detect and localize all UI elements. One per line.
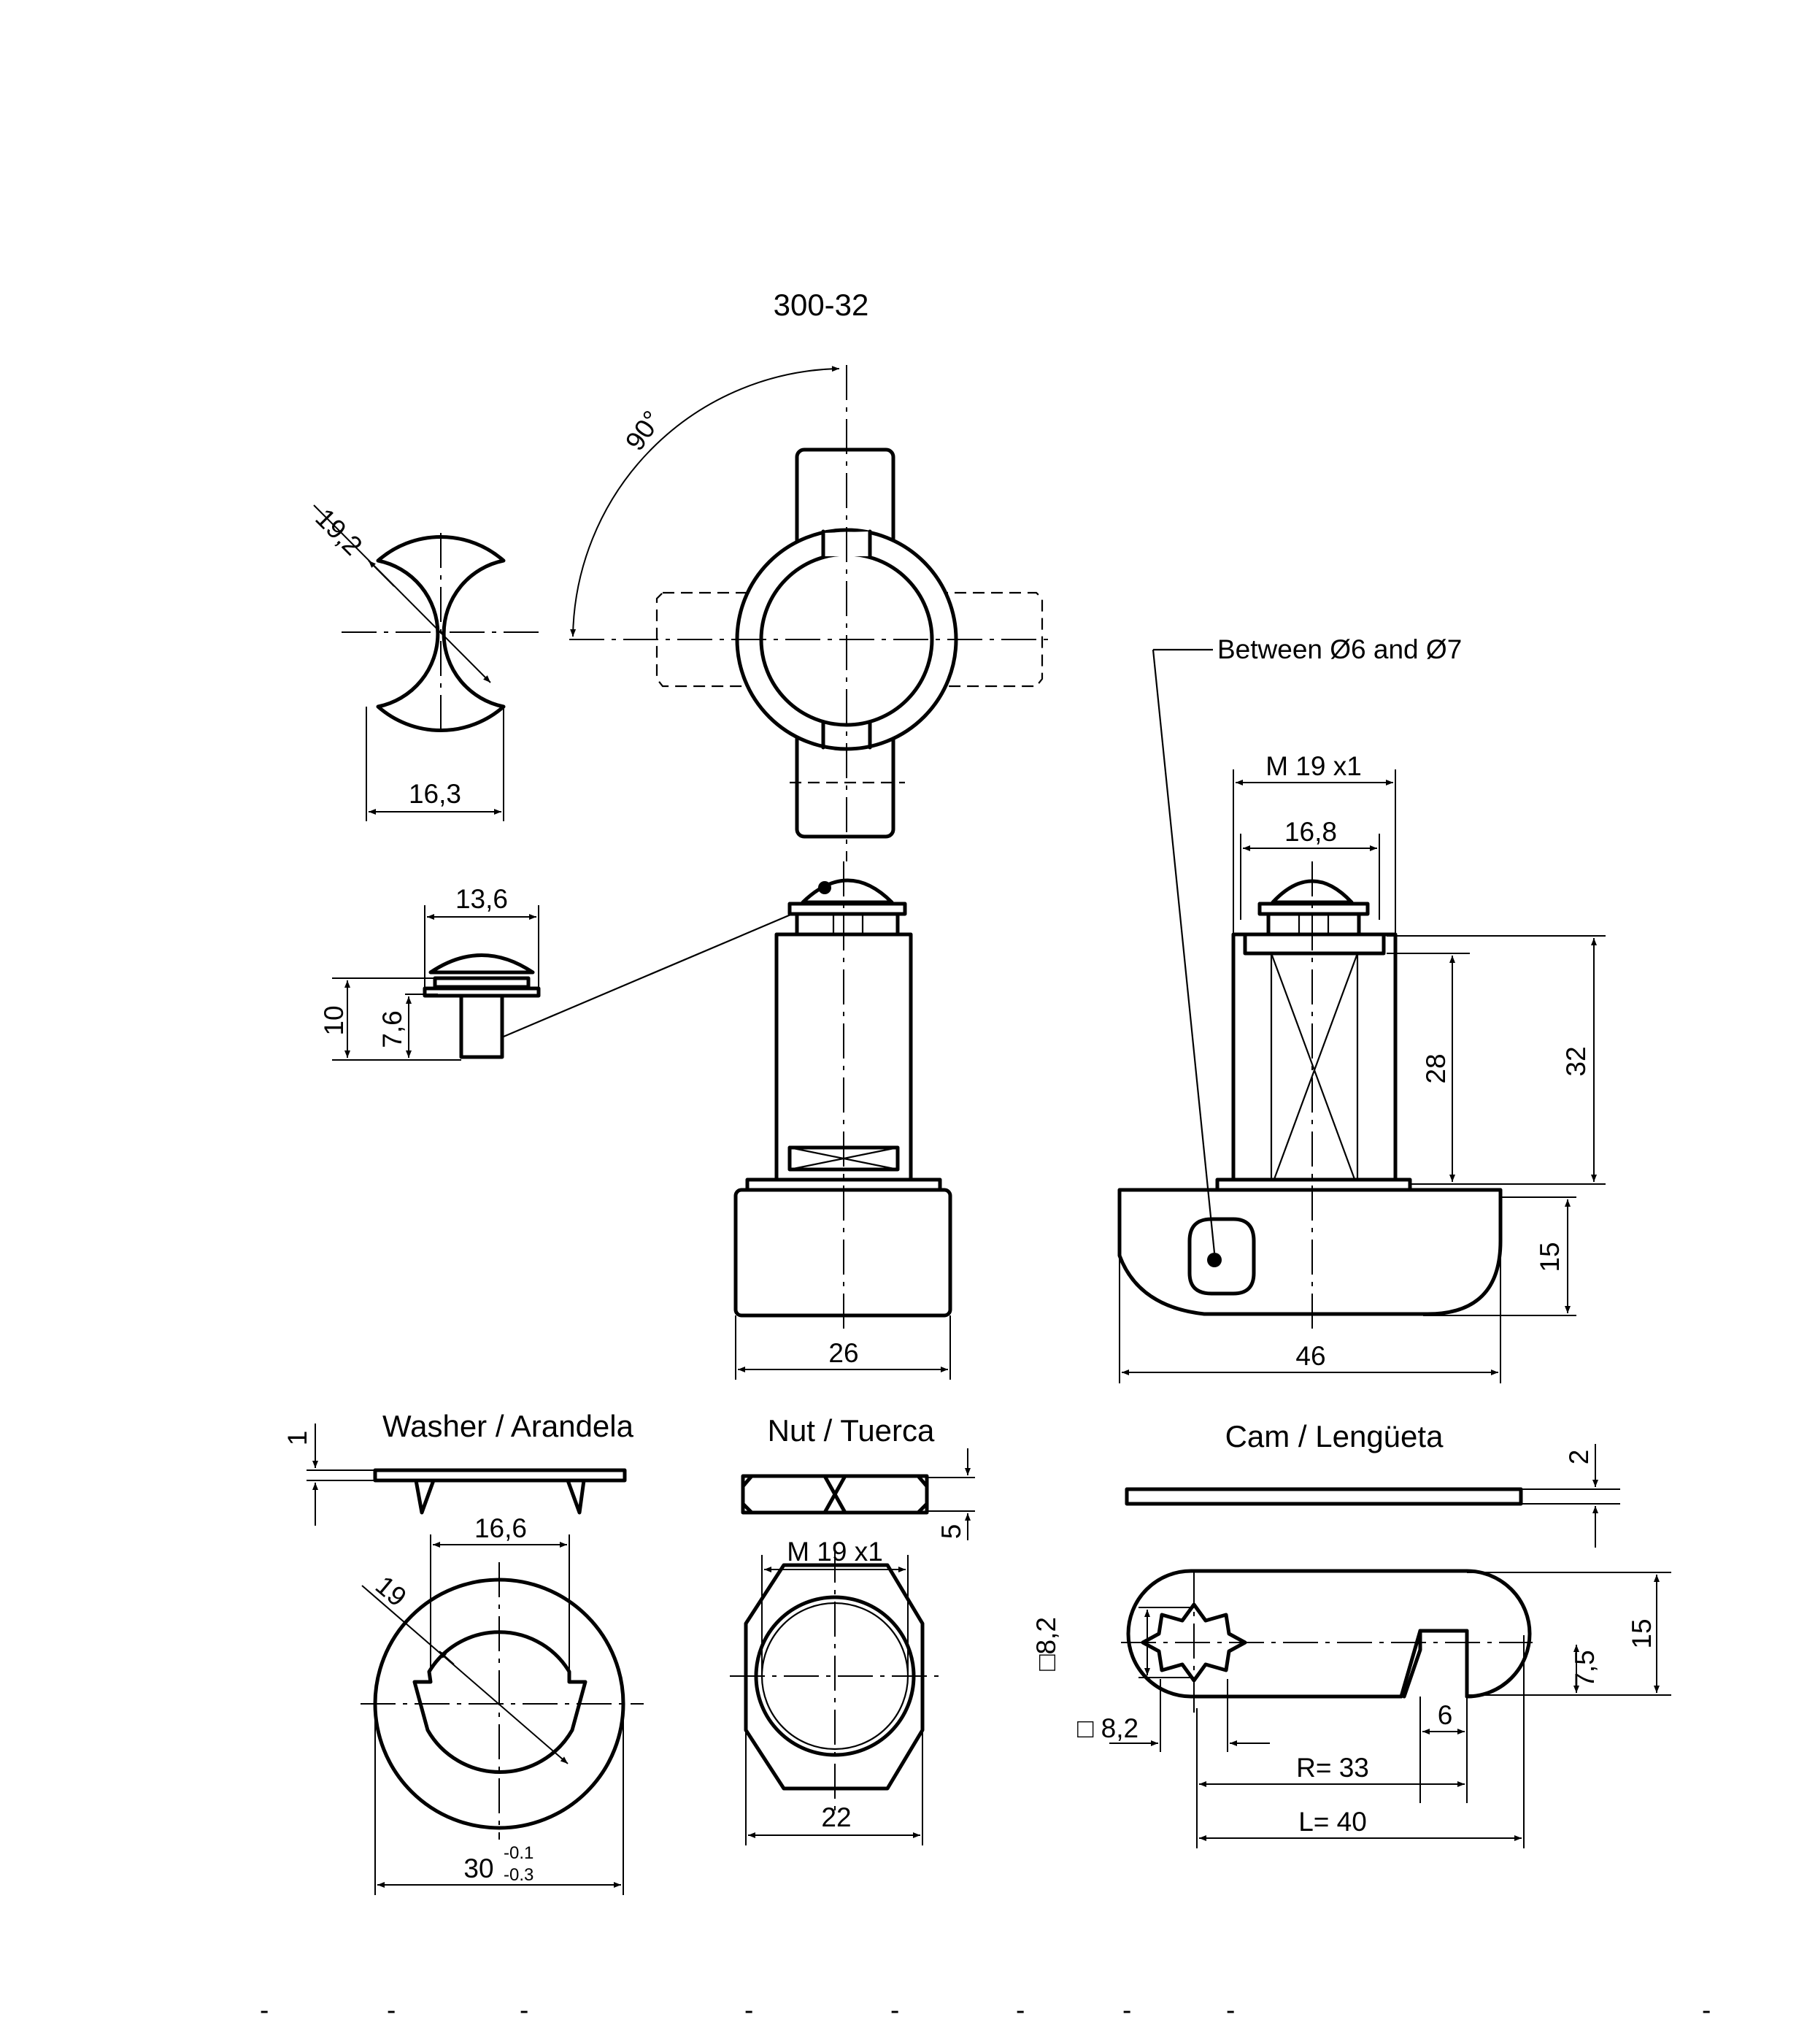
- lock-front-view: 26: [733, 861, 952, 1380]
- dim-washer-tol-upper: -0.1: [504, 1843, 533, 1863]
- hole-note: Between Ø6 and Ø7: [1217, 634, 1462, 664]
- dim-cam-square-h: □ 8,2: [1077, 1713, 1138, 1743]
- dim-cam-radius: R= 33: [1296, 1753, 1369, 1783]
- cam-rotation-view: 90°: [569, 365, 1051, 861]
- dim-flat-width: 16,8: [1284, 817, 1337, 847]
- footer-mark: -: [744, 1995, 753, 2025]
- dim-cam-slot: 6: [1438, 1700, 1453, 1730]
- dim-screw-head: 13,6: [455, 884, 508, 914]
- dim-cam-thickness: 2: [1564, 1450, 1594, 1465]
- dim-screw-total: 10: [319, 1005, 349, 1035]
- dim-washer-thickness: 1: [282, 1431, 312, 1446]
- washer-title: Washer / Arandela: [382, 1409, 634, 1443]
- nut-title: Nut / Tuerca: [768, 1413, 935, 1448]
- dim-washer-flat: 16,6: [474, 1513, 527, 1543]
- nut-view: Nut / Tuerca 5 M 19 x1 22: [730, 1413, 975, 1845]
- cam-title: Cam / Lengüeta: [1225, 1419, 1444, 1453]
- cam-view: Cam / Lengüeta 2 □8,2 □ 8,2 6 R= 33 L= 4…: [1031, 1419, 1671, 1848]
- key-profile-view: 19,2 16,3: [309, 503, 540, 821]
- dim-washer-inner: 19: [370, 1570, 412, 1613]
- dim-cam-length: L= 40: [1298, 1807, 1367, 1837]
- dim-base-height: 15: [1535, 1242, 1565, 1272]
- dim-screw-shank: 7,6: [377, 1010, 407, 1048]
- footer-mark: -: [1016, 1995, 1025, 2025]
- dim-nut-width: 22: [821, 1802, 851, 1832]
- dim-washer-od: 30: [463, 1853, 493, 1883]
- footer-mark: -: [520, 1995, 528, 2025]
- dim-body-width: 26: [828, 1338, 858, 1368]
- footer-mark: -: [890, 1995, 899, 2025]
- lock-side-view: Between Ø6 and Ø7 M 19 x1 16,8 28 32 15 …: [1117, 634, 1606, 1383]
- dim-key-width: 16,3: [409, 779, 461, 809]
- dim-length-28: 28: [1421, 1053, 1451, 1083]
- dim-base-width: 46: [1295, 1341, 1325, 1371]
- drawing-title: 300-32: [774, 288, 869, 322]
- footer-mark: -: [387, 1995, 396, 2025]
- footer-mark: -: [260, 1995, 269, 2025]
- dim-washer-tol-lower: -0.3: [504, 1865, 533, 1885]
- dim-cam-offset: 7,5: [1570, 1650, 1600, 1687]
- footer-mark: -: [1226, 1995, 1235, 2025]
- dim-cam-square-v: □8,2: [1031, 1617, 1061, 1671]
- dim-rotation-angle: 90°: [620, 405, 668, 456]
- dim-nut-thread: M 19 x1: [787, 1537, 883, 1567]
- dim-cam-width: 15: [1627, 1618, 1657, 1648]
- footer-mark: -: [1122, 1995, 1131, 2025]
- washer-view: Washer / Arandela 1 19 16,6 30 -0.1 -0.3: [282, 1409, 644, 1895]
- footer-marks: - - - - - - - - -: [260, 1995, 1711, 2025]
- dim-thread: M 19 x1: [1265, 751, 1362, 781]
- dim-nut-thickness: 5: [936, 1524, 966, 1540]
- dim-key-diameter: 19,2: [309, 503, 368, 561]
- dim-length-32: 32: [1561, 1046, 1591, 1076]
- footer-mark: -: [1702, 1995, 1711, 2025]
- screw-detail-view: 13,6 10 7,6: [319, 884, 824, 1061]
